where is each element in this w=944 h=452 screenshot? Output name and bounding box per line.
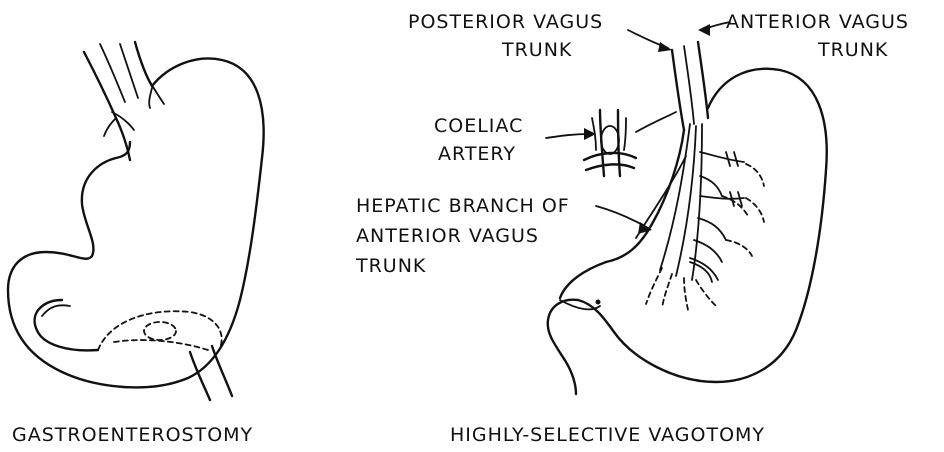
label-coeliac-1: COELIAC — [434, 115, 523, 137]
pylorus-dot — [596, 300, 601, 305]
highly-selective-vagotomy-diagram: POSTERIOR VAGUS TRUNK ANTERIOR VAGUS TRU… — [355, 11, 909, 446]
posterior-vagus-arrowhead — [658, 42, 672, 52]
highly-selective-vagotomy-caption: HIGHLY-SELECTIVE VAGOTOMY — [450, 424, 765, 446]
oesophagus-left — [672, 50, 684, 130]
label-anterior-vagus-1: ANTERIOR VAGUS — [726, 11, 909, 33]
label-hepatic-3: TRUNK — [355, 255, 426, 277]
oesophagus-right-wall — [135, 42, 152, 86]
nerve-of-latarjet-3 — [692, 124, 702, 280]
stomach-outline — [8, 58, 264, 387]
anastomosis-dashed-outline — [98, 311, 222, 350]
posterior-vagus-coeliac-branch — [636, 112, 676, 132]
duodenum-lower — [560, 262, 606, 298]
anterior-vagus-arrowhead — [698, 24, 710, 36]
oesophagus-mid — [684, 46, 694, 124]
coeliac-leader — [546, 134, 590, 138]
coeliac-artery-drawing — [584, 110, 636, 176]
anastomosis-dashed-inner — [114, 340, 208, 350]
gastroenterostomy-caption: GASTROENTEROSTOMY — [12, 424, 253, 446]
crows-foot-branches — [646, 262, 716, 310]
oesophagus-inner-strand-2 — [120, 44, 138, 98]
oesophagus-left-wall — [84, 52, 130, 160]
label-hepatic-1: HEPATIC BRANCH OF — [356, 195, 570, 217]
oesophagus-right — [698, 42, 708, 118]
label-hepatic-2: ANTERIOR VAGUS — [356, 225, 539, 247]
jejunum-limb-2 — [212, 346, 232, 396]
stomach-outline-right — [548, 69, 827, 394]
label-posterior-vagus-2: TRUNK — [501, 39, 572, 61]
jejunum-loop-inner — [42, 305, 70, 316]
label-posterior-vagus-1: POSTERIOR VAGUS — [408, 11, 603, 33]
label-coeliac-2: ARTERY — [438, 143, 516, 165]
stoma-dashed — [144, 322, 176, 340]
jejunum-loop-outer — [35, 300, 98, 350]
gastroenterostomy-diagram: GASTROENTEROSTOMY — [8, 42, 264, 446]
label-anterior-vagus-2: TRUNK — [817, 39, 888, 61]
